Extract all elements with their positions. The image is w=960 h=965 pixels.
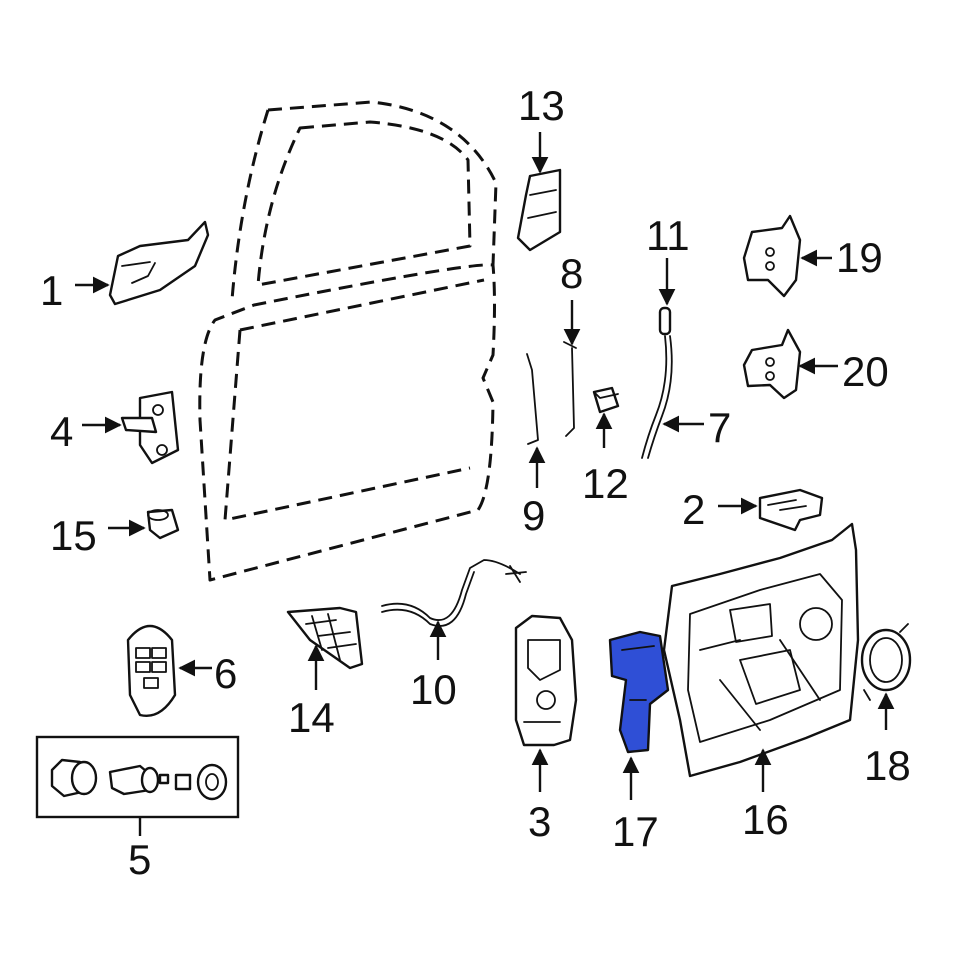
callout-4: 4 <box>50 408 73 455</box>
callout-11: 11 <box>646 212 690 259</box>
part-8-lock-rod <box>563 341 577 437</box>
part-4-door-striker <box>120 390 180 465</box>
callout-3: 3 <box>528 798 551 845</box>
callout-5: 5 <box>128 836 151 883</box>
part-19-bracket <box>742 214 802 298</box>
part-14-panel-bracket <box>286 606 364 670</box>
part-13-hinge <box>516 168 562 252</box>
callout-17: 17 <box>612 808 659 855</box>
part-15-plug <box>146 508 180 540</box>
callout-19: 19 <box>836 234 883 281</box>
callout-9: 9 <box>522 492 545 539</box>
callout-20: 20 <box>842 348 889 395</box>
callout-8: 8 <box>560 250 583 297</box>
callout-2: 2 <box>682 486 705 533</box>
callout-13: 13 <box>518 82 565 129</box>
part-7-cable <box>641 335 673 459</box>
part-20-bracket <box>742 328 802 400</box>
callout-6: 6 <box>214 650 237 697</box>
part-1-outside-handle <box>108 220 210 306</box>
callout-1: 1 <box>40 267 63 314</box>
part-16-window-regulator <box>662 522 860 778</box>
part-17-highlighted-bracket <box>608 630 670 754</box>
part-3-door-latch <box>514 614 578 747</box>
part-2-inside-handle <box>758 488 824 532</box>
callout-16: 16 <box>742 796 789 843</box>
callout-12: 12 <box>582 460 629 507</box>
callout-10: 10 <box>410 666 457 713</box>
part-11-cable-end <box>658 306 672 336</box>
part-5-lock-cylinder-kit <box>35 735 240 819</box>
part-18-seal-ring <box>860 623 912 701</box>
part-10-cable <box>381 559 527 627</box>
door-shell-outline <box>198 100 498 582</box>
part-12-clip <box>592 386 620 414</box>
callout-18: 18 <box>864 742 911 789</box>
part-6-key-fob <box>126 624 177 717</box>
callout-7: 7 <box>708 404 731 451</box>
callout-14: 14 <box>288 694 335 741</box>
callout-15: 15 <box>50 512 97 559</box>
part-9-control-rod <box>526 353 539 445</box>
